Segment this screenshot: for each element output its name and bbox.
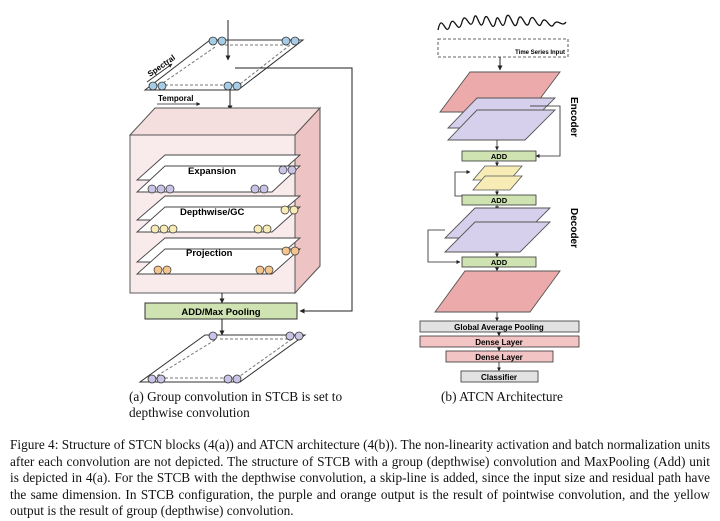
figure-caption: Figure 4: Structure of STCN blocks (4(a)… — [10, 437, 710, 519]
decoder-output-layer — [434, 270, 561, 313]
figure-4-diagrams: Spectral Temporal Expansion Depthwise/GC — [128, 14, 580, 384]
add-box-2 — [461, 194, 537, 206]
add-label-3: ADD — [491, 258, 508, 267]
encoder-label: Encoder — [568, 97, 579, 137]
time-series-input-box — [437, 38, 569, 58]
expansion-label: Expansion — [188, 166, 236, 177]
dense-layer-2-box — [445, 350, 554, 363]
classifier-label: Classifier — [481, 373, 517, 382]
add-maxpool-label: ADD/Max Pooling — [181, 307, 260, 318]
depthwise-label: Depthwise/GC — [180, 207, 245, 218]
cube-side — [294, 106, 321, 295]
temporal-label: Temporal — [158, 94, 193, 103]
dense-layer-2-label: Dense Layer — [475, 353, 523, 362]
skip-line — [235, 67, 353, 314]
stcb-diagram: Spectral Temporal Expansion Depthwise/GC — [128, 20, 353, 384]
classifier-box — [460, 370, 539, 383]
time-series-wave — [437, 14, 567, 31]
input-circles — [148, 36, 300, 91]
atcn-diagram: Time Series Input ADD ADD ADD Encoder De… — [419, 14, 580, 383]
output-circles — [147, 331, 304, 384]
add-maxpool-box — [144, 302, 298, 320]
add-label-1: ADD — [491, 152, 508, 161]
subcaption-a: (a) Group convolution in STCB is set to … — [129, 389, 343, 420]
decoder-label: Decoder — [568, 208, 579, 248]
output-plane — [138, 334, 307, 383]
dense-layer-1-label: Dense Layer — [475, 338, 523, 347]
cube-top — [128, 107, 322, 136]
add-box-1 — [461, 150, 537, 162]
time-series-input-label: Time Series Input — [515, 50, 565, 56]
add-box-3 — [461, 256, 537, 268]
gap-label: Global Average Pooling — [454, 323, 544, 332]
projection-label: Projection — [186, 248, 233, 259]
subcaption-b: (b) ATCN Architecture — [441, 389, 563, 404]
dense-layer-1-box — [419, 335, 580, 348]
gap-box — [419, 320, 580, 333]
add-label-2: ADD — [491, 196, 508, 205]
